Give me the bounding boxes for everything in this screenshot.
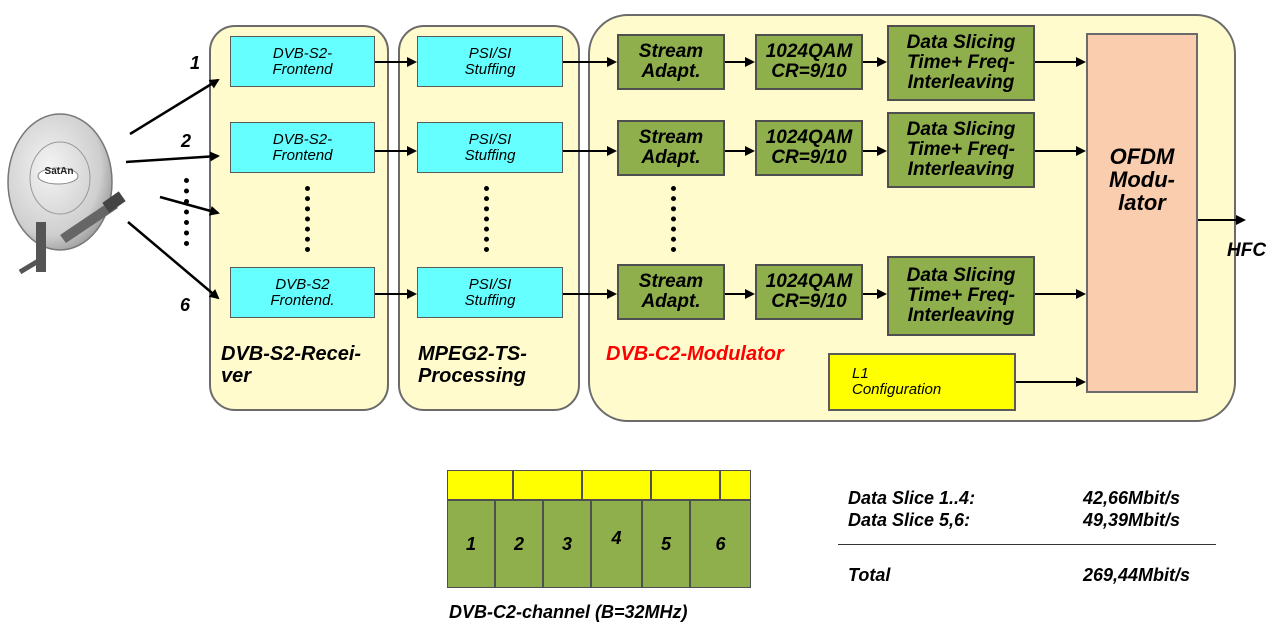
ofdm-modulator-box: OFDM Modu- lator	[1086, 33, 1198, 393]
psi-si-stuffing-box-2: PSI/SI Stuffing	[417, 122, 563, 173]
qam-box-1: 1024QAM CR=9/10	[755, 34, 863, 90]
dvb-s2-receiver-label: DVB-S2-Recei- ver	[221, 343, 362, 387]
l1-configuration-box: L1 Configuration	[828, 353, 1016, 411]
input-ellipsis	[184, 178, 189, 246]
rate-table-divider	[838, 544, 1216, 545]
stream-adapt-box-1: Stream Adapt.	[617, 34, 725, 90]
processing-ellipsis	[484, 186, 489, 252]
input-arrow-2	[125, 151, 220, 164]
channel-caption: DVB-C2-channel (B=32MHz)	[449, 602, 688, 622]
input-arrow-ellipsis	[159, 195, 220, 216]
data-slice-5: 5	[642, 500, 690, 588]
slice-header-2	[513, 470, 582, 500]
dvb-s2-receiver-group	[209, 25, 389, 411]
input-number-1: 1	[190, 53, 201, 73]
hfc-output-label: HFC	[1227, 240, 1267, 261]
data-slice-2: 2	[495, 500, 543, 588]
data-slice-4: 4	[591, 500, 642, 588]
dvb-c2-modulator-label: DVB-C2-Modulator	[606, 343, 784, 365]
slice-header-3	[582, 470, 651, 500]
qam-box-2: 1024QAM CR=9/10	[755, 120, 863, 176]
data-slice-1: 1	[447, 500, 495, 588]
rate-total-label: Total	[848, 565, 891, 585]
mpeg2-ts-processing-group	[398, 25, 580, 411]
psi-si-stuffing-box-1: PSI/SI Stuffing	[417, 36, 563, 87]
data-slice-3: 3	[543, 500, 591, 588]
modulator-ellipsis	[671, 186, 676, 252]
slice-header-5	[720, 470, 751, 500]
data-slicing-box-2: Data Slicing Time+ Freq- Interleaving	[887, 112, 1035, 188]
frontend-ellipsis	[305, 186, 310, 252]
qam-box-6: 1024QAM CR=9/10	[755, 264, 863, 320]
rate-row-2-value: 49,39Mbit/s	[1083, 510, 1181, 530]
input-arrow-6	[127, 221, 220, 300]
frontend-box-1: DVB-S2- Frontend	[230, 36, 375, 87]
mpeg2-ts-processing-label: MPEG2-TS- Processing	[418, 343, 527, 387]
slice-header-4	[651, 470, 720, 500]
stream-adapt-box-6: Stream Adapt.	[617, 264, 725, 320]
data-slicing-box-1: Data Slicing Time+ Freq- Interleaving	[887, 25, 1035, 101]
rate-row-1-label: Data Slice 1..4:	[848, 488, 976, 508]
rate-total-value: 269,44Mbit/s	[1083, 565, 1191, 585]
frontend-box-2: DVB-S2- Frontend	[230, 122, 375, 173]
data-slicing-box-6: Data Slicing Time+ Freq- Interleaving	[887, 256, 1035, 336]
dish-brand-label: SatAn	[44, 166, 74, 177]
stream-adapt-box-2: Stream Adapt.	[617, 120, 725, 176]
slice-header-1	[447, 470, 513, 500]
input-number-2: 2	[181, 131, 192, 151]
rate-row-1-value: 42,66Mbit/s	[1083, 488, 1181, 508]
input-arrow-1	[129, 78, 220, 136]
rate-row-2-label: Data Slice 5,6:	[848, 510, 971, 530]
psi-si-stuffing-box-6: PSI/SI Stuffing	[417, 267, 563, 318]
input-number-6: 6	[180, 295, 191, 315]
satellite-dish-icon	[7, 113, 126, 275]
frontend-box-6: DVB-S2 Frontend.	[230, 267, 375, 318]
data-slice-6: 6	[690, 500, 751, 588]
